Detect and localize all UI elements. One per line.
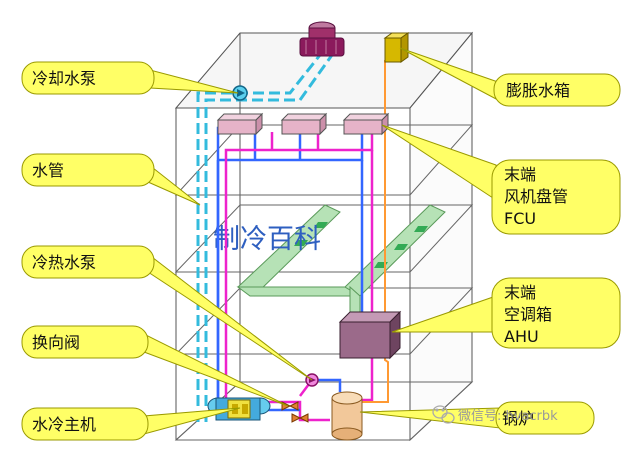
callout-boiler: 锅炉	[495, 401, 595, 435]
svg-text:膨胀水箱: 膨胀水箱	[506, 81, 570, 100]
svg-text:末端: 末端	[504, 165, 536, 184]
svg-text:换向阀: 换向阀	[32, 333, 80, 352]
svg-text:风机盘管: 风机盘管	[504, 187, 568, 206]
svg-text:水管: 水管	[32, 161, 64, 180]
svg-text:末端: 末端	[504, 283, 536, 302]
callout-fcu: 末端 风机盘管 FCU	[491, 159, 621, 235]
callout-cooling-pump: 冷却水泵	[21, 61, 155, 95]
callout-ahu: 末端 空调箱 AHU	[491, 277, 621, 349]
cooling-tower	[299, 21, 345, 57]
callout-chiller: 水冷主机	[21, 407, 149, 441]
wechat-watermark: 微信号: hvacrbk	[432, 405, 558, 424]
reversing-valve	[281, 401, 309, 423]
svg-text:空调箱: 空调箱	[504, 305, 552, 324]
callout-water-pipe: 水管	[21, 153, 155, 187]
expansion-tank	[383, 32, 410, 63]
brand-watermark: 制冷百科	[213, 224, 321, 255]
callout-hot-cold-pump: 冷热水泵	[21, 245, 155, 279]
svg-text:微信号: hvacrbk: 微信号: hvacrbk	[458, 409, 558, 424]
boiler	[331, 391, 363, 441]
svg-text:锅炉: 锅炉	[502, 409, 534, 428]
svg-text:AHU: AHU	[504, 327, 539, 346]
fan-coil-unit-3	[342, 112, 390, 136]
fan-coil-units	[216, 112, 390, 136]
cooling-water-pump	[232, 85, 248, 101]
fan-coil-unit-1	[216, 112, 264, 136]
wechat-icon	[432, 405, 455, 424]
callout-reversing-valve: 换向阀	[21, 325, 149, 359]
expansion-pipe	[340, 60, 389, 403]
svg-text:FCU: FCU	[504, 209, 536, 228]
svg-text:水冷主机: 水冷主机	[32, 415, 96, 434]
callout-pointers	[143, 47, 501, 435]
svg-text:冷却水泵: 冷却水泵	[32, 69, 96, 88]
fan-coil-unit-2	[280, 112, 328, 136]
svg-text:冷热水泵: 冷热水泵	[32, 253, 96, 272]
air-handling-unit	[338, 310, 402, 360]
callout-expansion-tank: 膨胀水箱	[493, 73, 621, 107]
